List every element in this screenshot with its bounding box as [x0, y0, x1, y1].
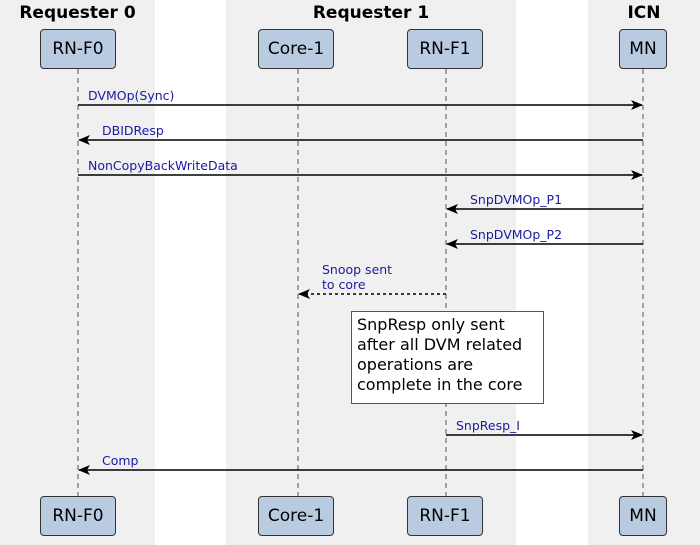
participant-bottom-rnf0: RN-F0 — [40, 496, 116, 536]
participant-bottom-mn: MN — [619, 496, 667, 536]
participant-top-mn: MN — [619, 29, 667, 69]
participant-top-rnf0: RN-F0 — [40, 29, 116, 69]
participant-top-core1: Core-1 — [258, 29, 334, 69]
message-label: to core — [322, 277, 366, 292]
group-title-requester-1: Requester 1 — [312, 3, 430, 23]
group-band-icn — [588, 0, 700, 545]
message-label: DVMOp(Sync) — [88, 88, 174, 103]
message-label: SnpResp_I — [456, 418, 520, 433]
message-label: DBIDResp — [102, 123, 164, 138]
participant-bottom-core1: Core-1 — [258, 496, 334, 536]
message-label: Comp — [102, 453, 139, 468]
note-line: SnpResp only sent — [357, 315, 505, 334]
message-label: SnpDVMOp_P1 — [470, 192, 562, 207]
group-title-icn: ICN — [627, 3, 661, 23]
note-line: after all DVM related — [357, 335, 523, 354]
note-box: SnpResp only sent after all DVM related … — [351, 311, 544, 404]
participant-bottom-rnf1: RN-F1 — [407, 496, 483, 536]
group-band-requester-1 — [226, 0, 516, 545]
message-label: Snoop sent — [322, 262, 392, 277]
message-label: SnpDVMOp_P2 — [470, 227, 562, 242]
note-line: operations are — [357, 355, 474, 374]
message-label: NonCopyBackWriteData — [88, 158, 238, 173]
participant-top-rnf1: RN-F1 — [407, 29, 483, 69]
group-title-requester-0: Requester 0 — [19, 3, 136, 23]
note-line: complete in the core — [357, 375, 523, 394]
